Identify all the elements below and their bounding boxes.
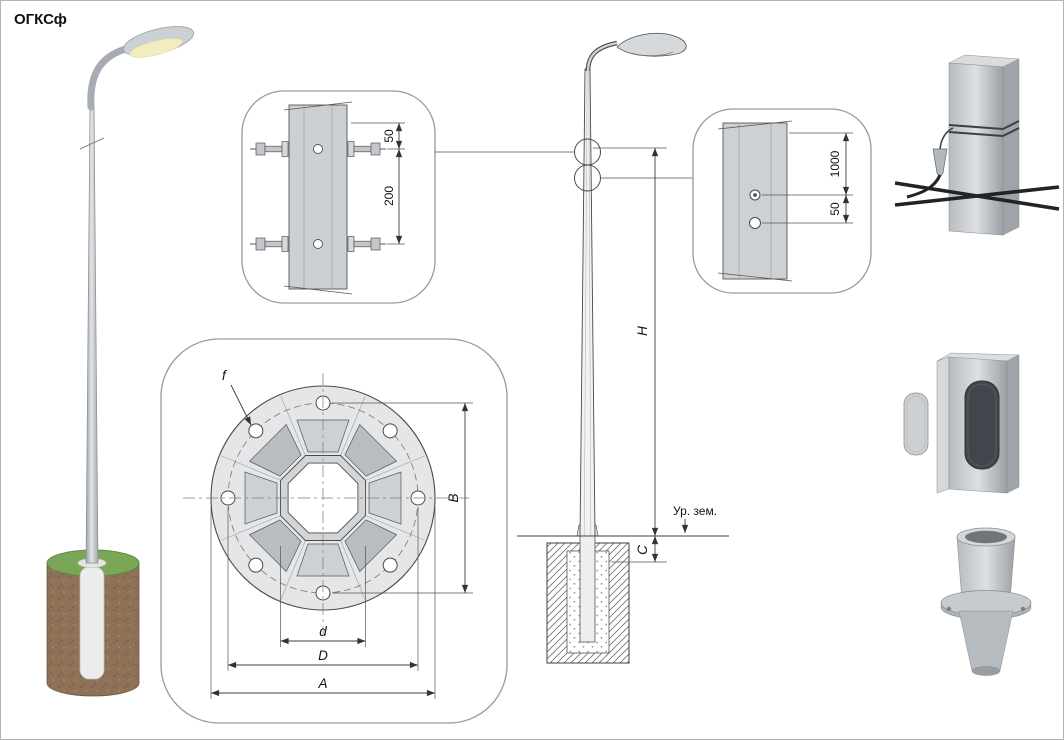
hanger-loop — [939, 127, 954, 150]
earthing-bolt-center — [753, 193, 757, 197]
detail-callout-earthing: 1000 50 — [692, 108, 872, 294]
bolt-hole — [313, 144, 323, 154]
clamp-band — [948, 120, 1020, 137]
dim-d-label: d — [319, 624, 327, 639]
pole-section — [722, 122, 788, 280]
pole-3d-render — [46, 26, 194, 697]
anchor-hole — [248, 557, 264, 573]
bolt-right-upper — [347, 141, 386, 157]
detail-marker-circle — [574, 164, 601, 192]
break-line — [717, 120, 793, 130]
break-line — [283, 285, 353, 295]
anchor-hole — [382, 557, 398, 573]
dim-H-label: H — [635, 326, 650, 336]
suspension-cable — [894, 181, 1060, 211]
anchor-hole — [248, 423, 264, 439]
hatch-opening — [964, 380, 1000, 470]
lamp-head — [123, 26, 194, 58]
flange-plan-view — [183, 373, 469, 634]
dim-D-label: D — [318, 648, 328, 663]
cable-anchor-render — [894, 54, 1060, 236]
anchor-skirt — [958, 610, 1014, 672]
dim-f-label: f — [222, 368, 227, 383]
lamp-head — [616, 32, 687, 57]
dim-200-label: 200 — [382, 186, 396, 206]
detail-callout-bolted-joint: 50 200 — [241, 90, 436, 304]
anchor-hole — [382, 423, 398, 439]
foundation-sleeve — [79, 566, 105, 680]
tube-opening — [965, 530, 1007, 544]
dim-B-label: B — [446, 493, 461, 502]
break-line — [283, 101, 353, 111]
bolt-right-lower — [347, 236, 386, 252]
bolt-left-upper — [250, 141, 289, 157]
dim-1000-label: 1000 — [828, 150, 842, 177]
pole-section — [288, 104, 348, 290]
dim-50-label: 50 — [382, 129, 396, 143]
door-cover — [903, 392, 929, 456]
dim-50-right-label: 50 — [828, 202, 842, 216]
lamp-lens — [129, 38, 183, 58]
bolt-hole — [313, 239, 323, 249]
dim-C-label: C — [635, 545, 650, 555]
pole-elevation-view: Ур. зем. H C — [435, 32, 729, 664]
product-title: ОГКСф — [14, 11, 67, 28]
flange-plan-callout: f B d D A — [160, 338, 508, 724]
pole-arm — [87, 44, 133, 111]
wedge-clamp — [932, 148, 948, 177]
pole-joint-mark — [79, 137, 105, 150]
foundation-anchor-render — [940, 527, 1032, 676]
bolt-left-lower — [250, 236, 289, 252]
pole-shaft — [85, 102, 99, 564]
pole-section — [948, 62, 1004, 236]
access-door-render — [903, 352, 1020, 494]
ground-level-label: Ур. зем. — [673, 504, 717, 518]
embedded-pole — [579, 535, 596, 643]
break-line — [717, 272, 793, 282]
cable-hole — [749, 217, 761, 229]
dim-A-label: A — [317, 676, 327, 691]
